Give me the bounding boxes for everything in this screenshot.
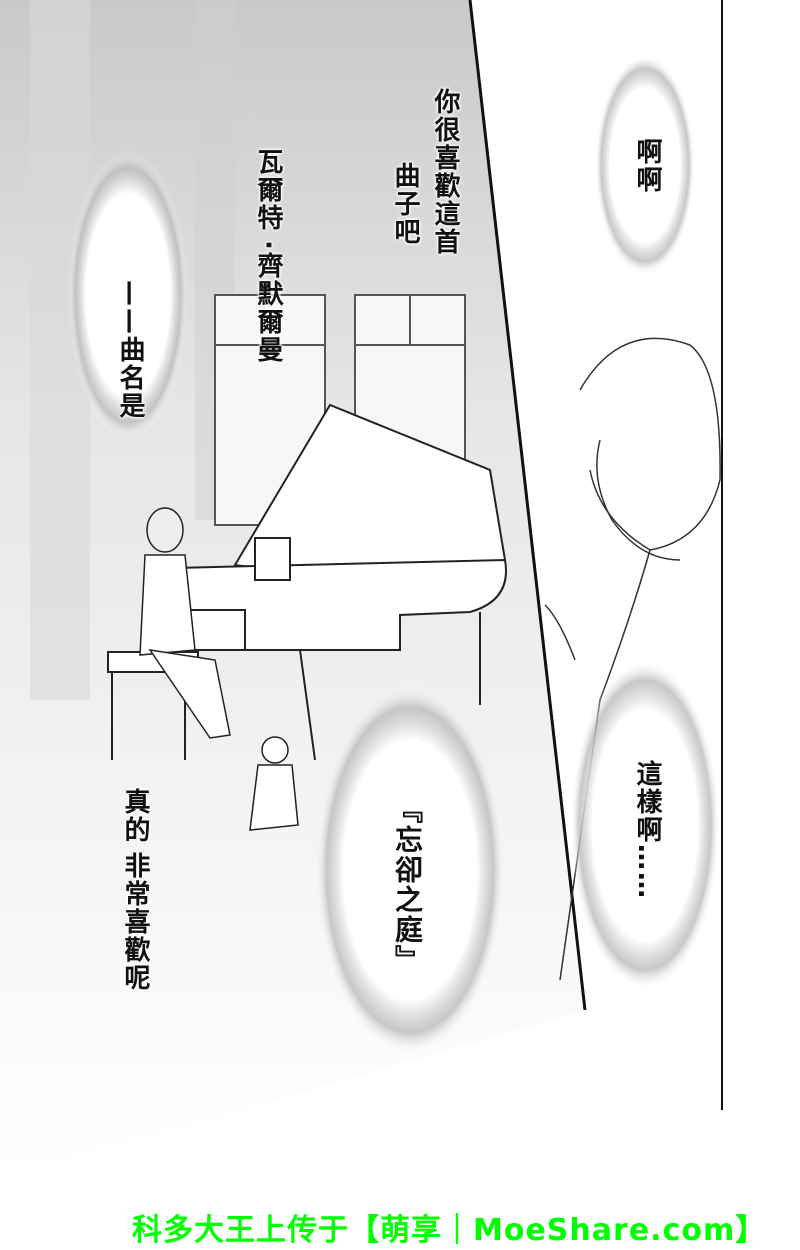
child: [249, 736, 299, 831]
composer-first-name: 瓦爾特: [253, 148, 283, 232]
panel-border: [468, 0, 587, 1011]
song-title-intro: ——曲名是: [115, 280, 145, 420]
song-title: 『忘卻之庭』: [391, 795, 424, 975]
upload-credit: 科多大王上传于【萌享｜MoeShare.com】: [132, 1213, 767, 1248]
pianist: [139, 507, 231, 739]
dialogue-really: 真的: [120, 788, 150, 844]
speech-bubbles: [68, 55, 720, 1055]
dialogue-really-like: 非常喜歡呢: [120, 852, 150, 992]
dialogue-like-this-song: 你很喜歡這首: [430, 88, 460, 256]
composer-last-name: ·齊默爾曼: [253, 240, 283, 364]
dialogue-like-this-song-cont: 曲子吧: [390, 162, 420, 246]
dialogue-ah: 啊啊: [632, 138, 662, 194]
dialogue-i-see: 這樣啊……: [632, 760, 662, 900]
